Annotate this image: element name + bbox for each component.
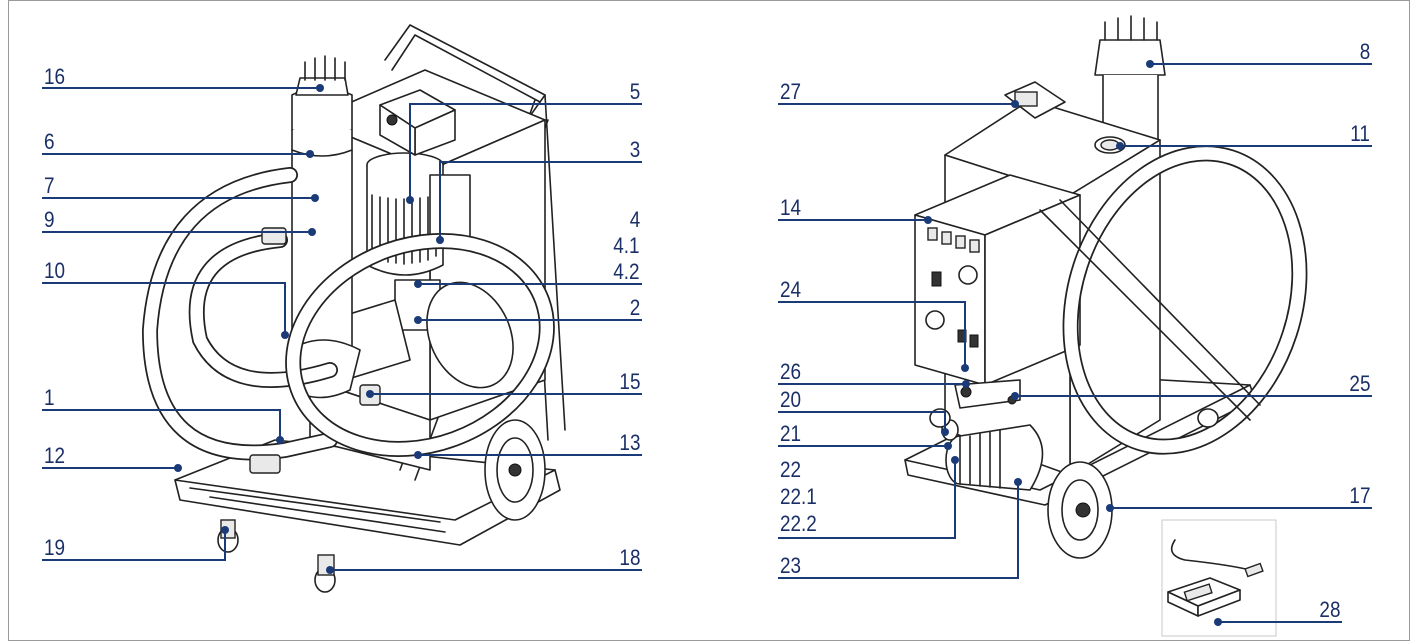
callout-label: 15: [618, 369, 640, 394]
callout-label: 17: [1348, 483, 1370, 508]
callout-label: 22.1: [780, 484, 817, 509]
callout-label: 19: [44, 535, 66, 560]
callout-label: 4: [629, 207, 640, 232]
callout-label: 20: [780, 387, 802, 412]
callout-label: 26: [780, 359, 802, 384]
callout-label: 12: [44, 443, 66, 468]
callout-label: 10: [44, 258, 66, 283]
callout-label: 7: [44, 173, 55, 198]
callout-label: 24: [780, 277, 802, 302]
callout-label: 16: [44, 64, 66, 89]
callout-label: 2: [629, 295, 640, 320]
callout-label: 22.2: [780, 511, 817, 536]
accessory-sensor-illustration: [1161, 519, 1277, 637]
callout-label: 11: [1350, 121, 1370, 146]
callout-label: 3: [629, 137, 640, 162]
callout-label: 18: [618, 545, 640, 570]
callout-label: 21: [780, 421, 802, 446]
figure-frame: [8, 0, 1410, 641]
callout-label: 23: [780, 553, 802, 578]
callout-label: 13: [618, 430, 640, 455]
callout-label: 27: [780, 79, 802, 104]
callout-label: 9: [44, 207, 55, 232]
callout-label: 25: [1348, 371, 1370, 396]
callout-label: 6: [44, 129, 55, 154]
callout-label: 14: [780, 195, 802, 220]
callout-label: 22: [780, 457, 802, 482]
left-filter-cart-illustration: [141, 24, 566, 593]
callout-label: 28: [1318, 597, 1340, 622]
leader-lines: [42, 60, 1372, 626]
callout-label: 4.2: [613, 259, 640, 284]
callout-label: 8: [1359, 39, 1370, 64]
callout-label: 1: [44, 385, 55, 410]
callout-label: 4.1: [613, 233, 640, 258]
callout-label: 5: [629, 79, 640, 104]
right-control-cart-illustration: [904, 15, 1308, 559]
